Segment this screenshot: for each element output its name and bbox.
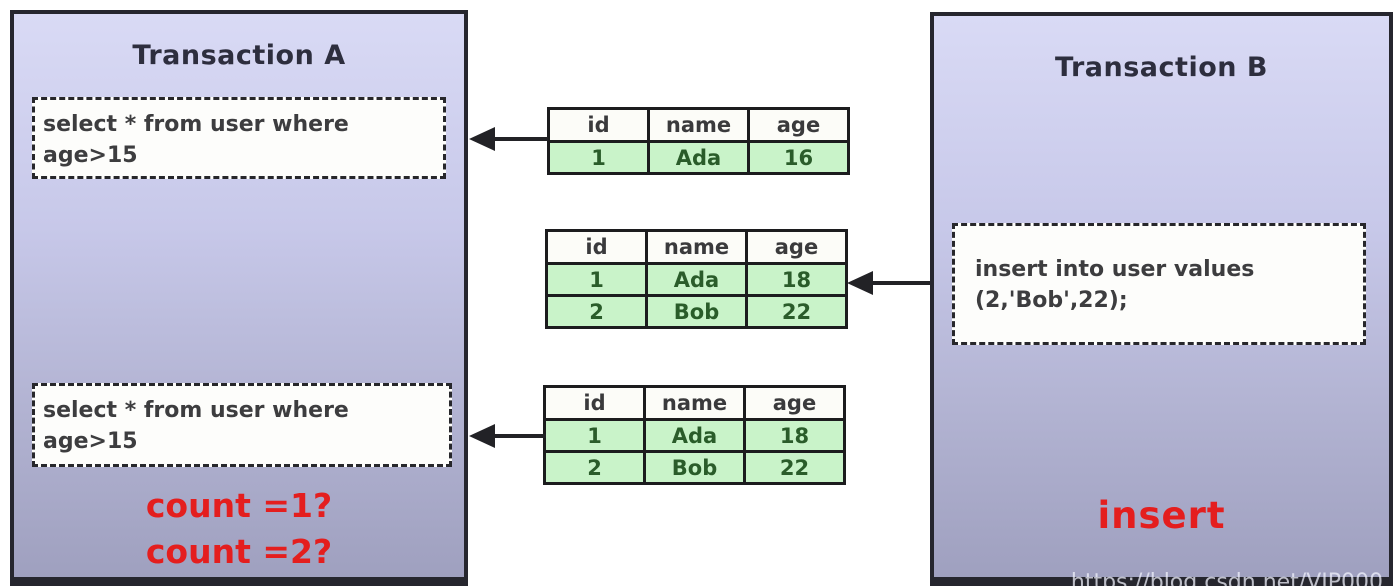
select-query-bottom-line2: age>15 xyxy=(43,429,138,455)
cell-name: Ada xyxy=(645,262,748,297)
cell-name: Bob xyxy=(645,294,748,329)
user-table-state-3: id name age 1 Ada 18 2 Bob 22 xyxy=(543,385,846,485)
table-row: 2 Bob 22 xyxy=(545,294,848,329)
transaction-b-title: Transaction B xyxy=(1055,52,1268,83)
cell-id: 2 xyxy=(545,294,648,329)
select-query-box-bottom: select * from user where age>15 xyxy=(32,383,452,467)
select-query-top-line2: age>15 xyxy=(43,143,138,169)
insert-statement-line1: insert into user values xyxy=(975,257,1255,282)
cell-age: 18 xyxy=(745,262,848,297)
table-row: 1 Ada 16 xyxy=(547,140,850,175)
count-question-1: count =1? xyxy=(145,486,333,525)
arrow-table3-to-transaction-a xyxy=(469,424,546,448)
table-header-row: id name age xyxy=(545,229,848,265)
user-table-state-1: id name age 1 Ada 16 xyxy=(547,107,850,175)
col-header-id: id xyxy=(547,107,650,143)
cell-age: 18 xyxy=(743,418,846,453)
insert-statement-box: insert into user values (2,'Bob',22); xyxy=(952,223,1366,345)
cell-age: 16 xyxy=(747,140,850,175)
transaction-a-panel: Transaction A select * from user where a… xyxy=(10,10,468,586)
transaction-b-panel: Transaction B insert into user values (2… xyxy=(930,12,1393,586)
table-row: 1 Ada 18 xyxy=(543,418,846,453)
select-query-box-top: select * from user where age>15 xyxy=(32,97,446,179)
col-header-name: name xyxy=(647,107,750,143)
transaction-a-title: Transaction A xyxy=(132,40,346,71)
table-header-row: id name age xyxy=(543,385,846,421)
cell-id: 1 xyxy=(547,140,650,175)
select-query-top-line1: select * from user where xyxy=(43,112,349,137)
cell-age: 22 xyxy=(745,294,848,329)
insert-statement-line2: (2,'Bob',22); xyxy=(975,288,1128,314)
col-header-age: age xyxy=(743,385,846,421)
user-table-state-2: id name age 1 Ada 18 2 Bob 22 xyxy=(545,229,848,329)
cell-name: Bob xyxy=(643,450,746,485)
cell-name: Ada xyxy=(643,418,746,453)
arrow-table1-to-transaction-a xyxy=(469,127,548,151)
insert-action-label: insert xyxy=(1097,494,1226,537)
col-header-id: id xyxy=(543,385,646,421)
table-row: 1 Ada 18 xyxy=(545,262,848,297)
table-row: 2 Bob 22 xyxy=(543,450,846,485)
cell-id: 1 xyxy=(543,418,646,453)
cell-age: 22 xyxy=(743,450,846,485)
cell-id: 2 xyxy=(543,450,646,485)
count-question-2: count =2? xyxy=(145,532,333,571)
col-header-age: age xyxy=(745,229,848,265)
col-header-name: name xyxy=(645,229,748,265)
col-header-age: age xyxy=(747,107,850,143)
arrow-transaction-b-to-table2 xyxy=(847,271,930,295)
select-query-bottom-line1: select * from user where xyxy=(43,398,349,423)
table-header-row: id name age xyxy=(547,107,850,143)
col-header-id: id xyxy=(545,229,648,265)
col-header-name: name xyxy=(643,385,746,421)
cell-id: 1 xyxy=(545,262,648,297)
watermark-url: https://blog.csdn.net/VIP000 xyxy=(1070,570,1383,586)
cell-name: Ada xyxy=(647,140,750,175)
